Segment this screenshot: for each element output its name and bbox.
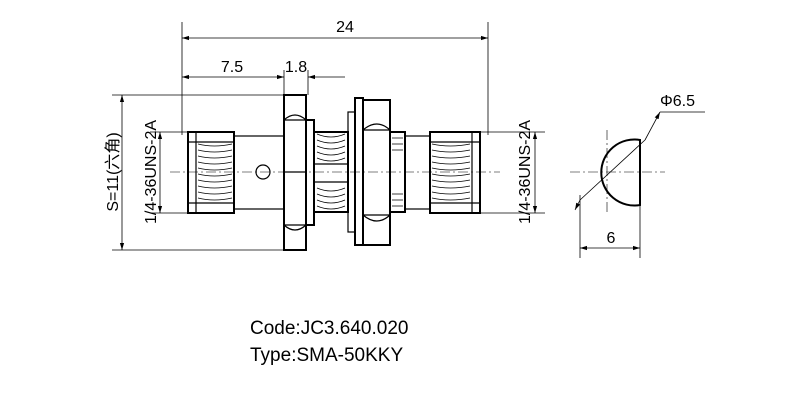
dimension-left-thread: 1/4-36UNS-2A: [143, 120, 188, 224]
product-code: Code:JC3.640.020: [250, 318, 409, 339]
flat-width-label: 6: [607, 230, 616, 247]
hex-size-label: S=11(六角): [104, 132, 122, 211]
panel-diameter-label: Φ6.5: [660, 93, 695, 110]
overall-length-label: 24: [336, 19, 354, 36]
dimension-right-thread: 1/4-36UNS-2A: [480, 120, 545, 224]
panel-cutout-view: Φ6.5 6: [570, 93, 705, 258]
front-length-label: 7.5: [221, 59, 243, 76]
dimension-overall-length: 24: [181, 19, 489, 135]
connector-body: [170, 94, 500, 251]
product-type: Type:SMA-50KKY: [250, 345, 404, 366]
left-thread-label: 1/4-36UNS-2A: [143, 120, 160, 224]
flange-thickness-label: 1.8: [285, 59, 307, 76]
dimension-front-length: 7.5 1.8: [182, 59, 345, 95]
right-thread-label: 1/4-36UNS-2A: [517, 120, 534, 224]
dimension-hex-size: S=11(六角): [104, 94, 284, 251]
